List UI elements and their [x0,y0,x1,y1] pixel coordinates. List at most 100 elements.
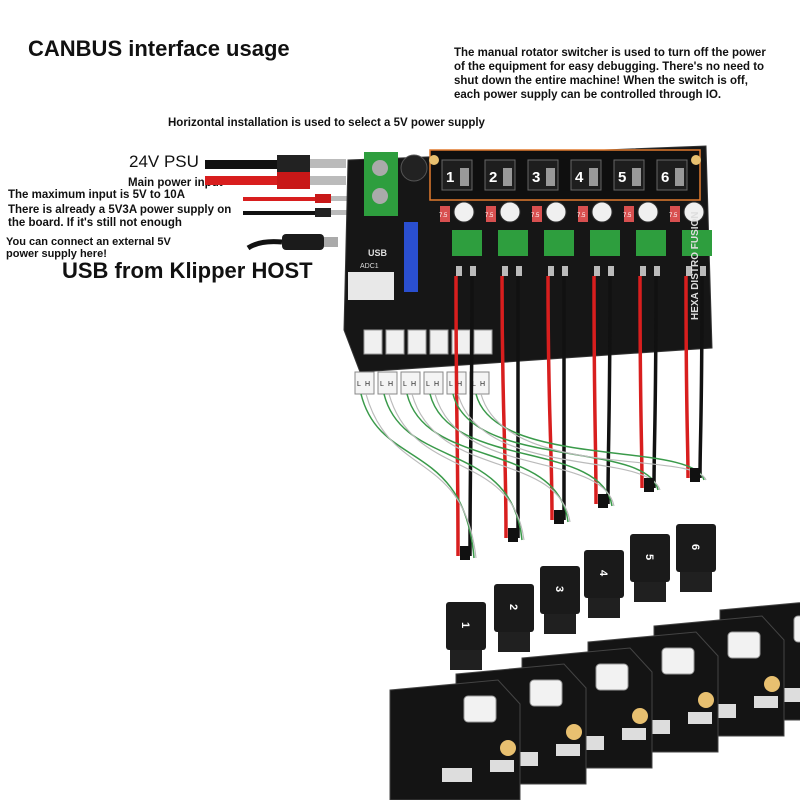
channel-terminal [498,230,528,256]
connector-number: 4 [597,570,609,577]
fuse [440,206,450,222]
can-wire-light [457,393,661,491]
adc-connector [348,272,394,300]
adc-label: ADC1 [360,263,379,270]
psu-black-ferrule [310,159,346,168]
connector-body [588,598,620,618]
switch-slider [503,168,512,186]
output-connector [494,584,534,632]
connector-number: 1 [459,622,471,628]
connector-body [450,650,482,670]
lh-pin-label: L [472,381,476,388]
mount-hole [698,692,714,708]
can-wire-light [411,393,571,523]
power-wire-black [652,275,658,489]
switch-number: 5 [618,169,626,186]
terminal-ferrule [594,266,600,276]
trim-knob[interactable] [591,201,613,223]
lh-plug [400,371,421,395]
connector-body [680,572,712,592]
aux-black-ferrule [331,210,347,215]
power-wire-red [454,275,460,557]
channel-terminal [636,230,666,256]
switch-number: 4 [575,169,584,186]
can-wire-light [388,393,525,541]
terminal-ferrule [608,266,614,276]
lh-plug [423,371,444,395]
usb-host-label: USB from Klipper HOST [62,258,313,283]
connector-number: 6 [689,544,701,550]
output-connector [676,524,716,572]
usb-port-label: USB [368,248,388,258]
io-header [404,222,418,292]
channel-terminal [452,230,482,256]
terminal-ferrule [548,266,554,276]
page-title: CANBUS interface usage [28,36,290,61]
trim-knob[interactable] [683,201,705,223]
lh-pin-label: L [426,381,430,388]
connector-body [498,632,530,652]
terminal-ferrule [516,266,522,276]
fuse [624,206,634,222]
terminal-ferrule [562,266,568,276]
mount-hole [632,708,648,724]
switch-slider [546,168,555,186]
trim-knob[interactable] [499,201,521,223]
toolhead-header [490,760,514,772]
fuse-label: 7.5 [439,213,448,219]
output-connector [584,550,624,598]
lh-plug [377,371,398,395]
can-port [407,329,427,355]
switch-slider [589,168,598,186]
switch-number: 3 [532,169,540,186]
lh-pin-label: L [449,381,453,388]
trim-knob[interactable] [637,201,659,223]
toolhead-usb-port [727,631,761,659]
connector-number: 2 [507,604,519,610]
fuse [532,206,542,222]
channel-terminal [590,230,620,256]
terminal-ferrule [470,266,476,276]
connector-number: 5 [643,554,655,560]
external-5v-note: You can connect an external 5V power sup… [6,236,171,260]
switch-number: 2 [489,169,497,186]
wire-boot [508,528,518,542]
trim-knob[interactable] [545,201,567,223]
can-port [385,329,405,355]
switch-slider [460,168,469,186]
psu-red-wire [205,176,277,185]
toolhead-usb-port [529,679,563,707]
rotator-switch-highlight [429,149,701,201]
power-wire-red [684,275,690,479]
lh-pin-label: H [457,381,462,388]
toolhead-header [622,728,646,740]
terminal-ferrule [686,266,692,276]
switch-slider [632,168,641,186]
mount-hole [500,740,516,756]
fuse [486,206,496,222]
trim-knob[interactable] [453,201,475,223]
can-port [473,329,493,355]
aux-red-ferrule [331,196,347,201]
lh-pin-label: L [403,381,407,388]
max-input-label: The maximum input is 5V to 10A [8,189,186,201]
can-wire [452,393,659,491]
toolhead-header [442,768,472,782]
lh-pin-label: L [357,381,361,388]
power-wire-red [592,275,598,505]
aux-black-wire [243,211,315,215]
power-wire-black [698,275,704,479]
can-wire [383,393,523,541]
can-wire-light [434,393,615,507]
connector-body [544,614,576,634]
wire-boot [598,494,608,508]
can-wire [360,393,475,559]
power-wire-red [546,275,554,521]
lh-pin-label: H [365,381,370,388]
wire-boot [644,478,654,492]
lh-plug [354,371,375,395]
